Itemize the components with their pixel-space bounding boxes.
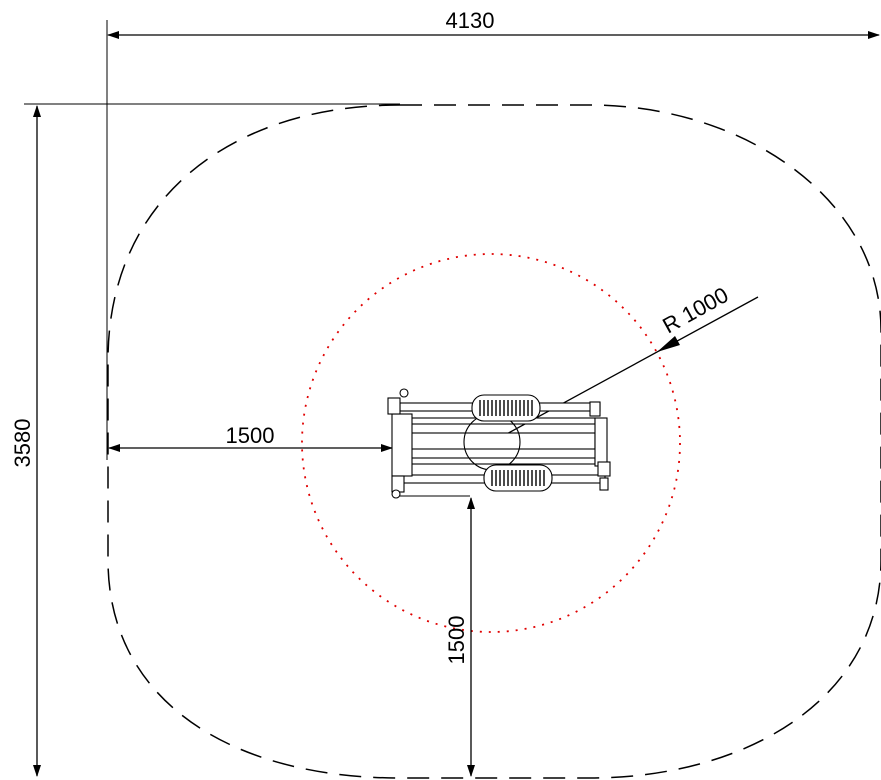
left-knob-bottom xyxy=(391,489,401,499)
equipment-top-view xyxy=(387,388,611,499)
foot-pad-top xyxy=(471,394,541,422)
right-foot xyxy=(599,477,609,491)
right-bracket-bottom xyxy=(597,461,611,477)
frame-rail-lower xyxy=(404,457,596,465)
radius-label: R 1000 xyxy=(658,282,732,338)
frame-beam-center xyxy=(404,432,596,450)
foot-pad-treads xyxy=(479,400,545,486)
dim-text-width: 4130 xyxy=(446,8,495,33)
dim-text-bottom-clearance: 1500 xyxy=(444,616,469,665)
radius-arrowhead xyxy=(657,336,680,352)
left-bracket-top xyxy=(387,397,401,415)
safety-zone-outline xyxy=(107,104,881,779)
tread-bottom xyxy=(491,470,545,486)
foot-pad-bottom xyxy=(483,464,553,492)
user-space-circle xyxy=(301,253,681,633)
right-bracket-top xyxy=(589,401,601,417)
left-end-plate xyxy=(391,413,413,477)
left-knob-top xyxy=(399,388,409,398)
left-bracket-bottom xyxy=(391,475,405,493)
dim-text-left-clearance: 1500 xyxy=(226,423,275,448)
right-end-plate xyxy=(594,417,608,467)
tread-top xyxy=(479,400,533,416)
dim-text-height: 3580 xyxy=(10,419,35,468)
